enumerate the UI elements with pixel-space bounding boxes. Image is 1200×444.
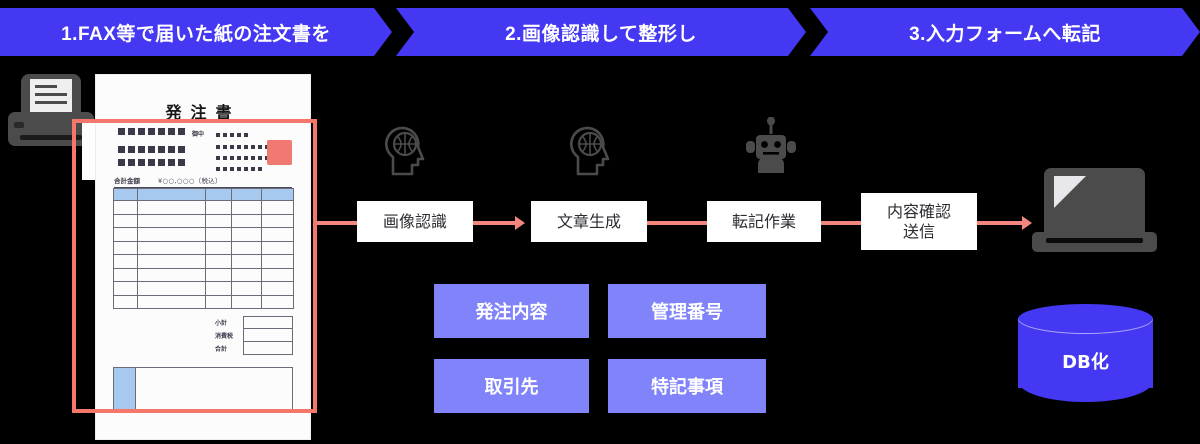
doc-placeholder-row-1 — [118, 128, 185, 135]
flow-box-confirm-send: 内容確認 送信 — [861, 193, 977, 250]
fax-body — [8, 112, 94, 146]
summary-value-tax — [243, 329, 293, 342]
document-title: 発注書 — [165, 103, 241, 122]
fax-machine-icon — [8, 74, 122, 180]
summary-label-tax: 消費税 — [215, 333, 234, 340]
banner-step-3-label: 3.入力フォームへ転記 — [909, 23, 1101, 45]
process-step-banners: 1.FAX等で届いた紙の注文書を 2.画像認識して整形し 3.入力フォームへ転記 — [0, 0, 1200, 62]
document-memo-box — [113, 367, 293, 411]
robot-head-icon — [746, 117, 796, 173]
summary-label-subtotal: 小計 — [215, 320, 228, 327]
doc-issuer-row-1 — [216, 133, 248, 137]
doc-placeholder-row-3 — [118, 159, 185, 166]
flow-box-text-generation: 文章生成 — [531, 201, 647, 242]
field-tag-order-details-label: 発注内容 — [475, 302, 548, 323]
fax-paper-sheet — [30, 79, 72, 113]
table-row — [113, 213, 294, 228]
total-amount-label: 合計金額 — [114, 177, 140, 185]
summary-row-total: 合計 — [215, 342, 293, 355]
field-tag-special-notes: 特記事項 — [608, 359, 766, 413]
total-amount-value: ¥○○,○○○（税込） — [158, 177, 222, 185]
summary-row-tax: 消費税 — [215, 329, 293, 342]
table-row — [113, 294, 294, 309]
table-header-row — [113, 188, 294, 201]
field-tag-client-label: 取引先 — [484, 377, 539, 398]
connector-step3-to-step4 — [820, 221, 862, 225]
banner-step-3: 3.入力フォームへ転記 — [810, 8, 1200, 56]
doc-issuer-row-4 — [216, 167, 262, 171]
banner-step-2: 2.画像認識して整形し — [396, 8, 806, 56]
laptop-screen-glare — [1054, 176, 1086, 208]
banner-step-1-label: 1.FAX等で届いた紙の注文書を — [61, 23, 331, 45]
laptop-icon — [1032, 168, 1157, 262]
banner-step-1: 1.FAX等で届いた紙の注文書を — [0, 8, 392, 56]
table-row — [113, 254, 294, 269]
laptop-keyboard-notch — [1046, 238, 1143, 243]
connector-doc-to-step1 — [317, 221, 357, 225]
brain-head-icon — [385, 126, 425, 176]
summary-row-subtotal: 小計 — [215, 316, 293, 329]
flow-box-confirm-send-label: 内容確認 送信 — [886, 201, 951, 241]
document-summary-block: 小計 消費税 合計 — [215, 316, 293, 355]
db-label: DB化 — [1062, 352, 1109, 373]
fax-knob — [14, 122, 24, 128]
table-row — [113, 240, 294, 255]
db-top — [1018, 304, 1153, 334]
summary-value-subtotal — [243, 316, 293, 329]
flow-box-image-recognition: 画像認識 — [357, 201, 473, 242]
field-tag-management-number-label: 管理番号 — [651, 302, 723, 323]
document-honorific: 御中 — [192, 131, 205, 138]
summary-label-total: 合計 — [215, 346, 228, 353]
field-tag-special-notes-label: 特記事項 — [651, 377, 723, 398]
document-line-item-table — [113, 188, 294, 309]
company-stamp — [267, 140, 292, 165]
flow-box-transcription: 転記作業 — [707, 201, 821, 242]
flow-box-text-generation-label: 文章生成 — [556, 211, 621, 231]
connector-step2-to-step3 — [646, 221, 708, 225]
table-row — [113, 200, 294, 215]
diagram-stage: 発注書 御中 合計金額 ¥○○,○○○（税込） — [0, 62, 1200, 444]
document-total-line: 合計金額 ¥○○,○○○（税込） — [114, 175, 292, 188]
brain-head-icon — [570, 126, 610, 176]
memo-tag — [114, 368, 136, 410]
fax-output-tray — [20, 135, 82, 140]
database-cylinder-icon: DB化 — [1018, 304, 1153, 402]
flow-box-transcription-label: 転記作業 — [731, 211, 796, 231]
field-tag-management-number: 管理番号 — [608, 284, 766, 338]
doc-placeholder-row-2 — [118, 146, 185, 153]
arrow-step4-to-laptop — [975, 216, 1032, 230]
field-tag-client: 取引先 — [434, 359, 589, 413]
banner-step-2-label: 2.画像認識して整形し — [505, 23, 697, 45]
table-row — [113, 227, 294, 242]
purchase-order-document: 発注書 御中 合計金額 ¥○○,○○○（税込） — [96, 75, 310, 439]
table-row — [113, 281, 294, 296]
doc-issuer-row-2 — [216, 145, 269, 149]
flow-box-image-recognition-label: 画像認識 — [382, 211, 447, 231]
arrow-step1-to-step2 — [472, 216, 525, 230]
field-tag-order-details: 発注内容 — [434, 284, 589, 338]
summary-value-total — [243, 342, 293, 355]
table-row — [113, 267, 294, 282]
